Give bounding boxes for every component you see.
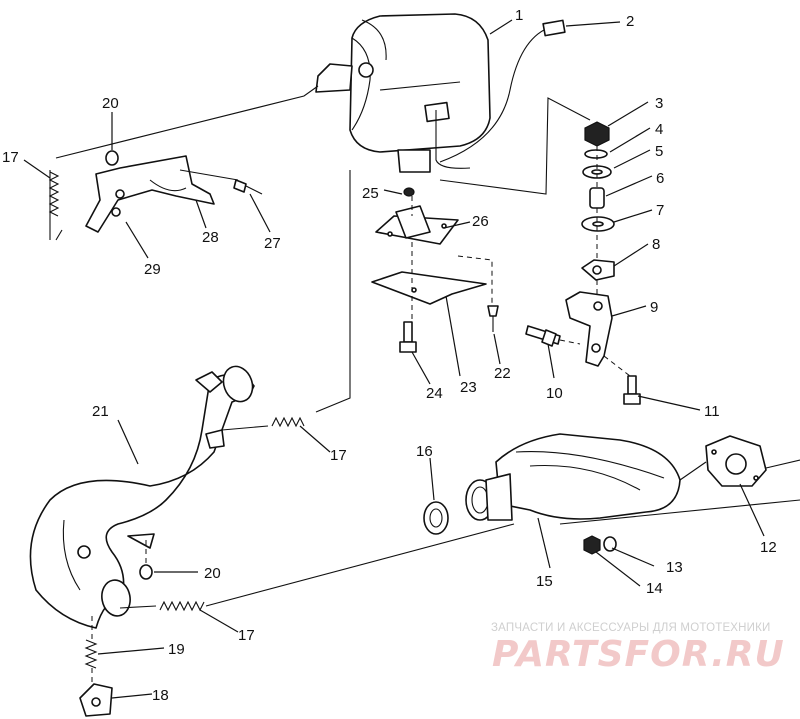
callout-21: 21: [92, 403, 109, 420]
callout-19: 19: [168, 641, 185, 658]
manifold-gasket: [705, 435, 767, 487]
callout-labels: 1 2 3 4 5 6 7 8 9 10 11 12 13 14 15 16 1…: [2, 7, 777, 704]
callout-5: 5: [655, 143, 663, 160]
callout-8: 8: [652, 236, 660, 253]
spring-19: [84, 639, 98, 669]
exhaust-manifold: [465, 433, 681, 521]
callout-23: 23: [460, 379, 477, 396]
heat-shield-plate: [371, 271, 487, 305]
small-screw: [487, 305, 499, 332]
callout-4: 4: [655, 121, 663, 138]
callout-22: 22: [494, 365, 511, 382]
flange-mount: [375, 187, 459, 245]
callout-1: 1: [515, 7, 523, 24]
callout-11: 11: [704, 403, 720, 420]
mount-stud: [525, 325, 561, 347]
callout-2: 2: [626, 13, 634, 30]
callout-28: 28: [202, 229, 219, 246]
clip-pin: [233, 179, 263, 195]
callout-17-bottom: 17: [238, 627, 255, 644]
callout-9: 9: [650, 299, 658, 316]
watermark-tagline: ЗАПЧАСТИ И АКСЕССУАРЫ ДЛЯ МОТОТЕХНИКИ: [491, 622, 771, 634]
bracket-bolt: [623, 375, 641, 405]
callout-17-middle: 17: [330, 447, 347, 464]
callout-25: 25: [362, 185, 379, 202]
callout-15: 15: [536, 573, 553, 590]
coupler-ring: [423, 501, 449, 535]
callout-7: 7: [656, 202, 664, 219]
grommet-lower: [139, 564, 153, 580]
assembly-lines: [49, 85, 800, 686]
callout-17-top: 17: [2, 149, 19, 166]
callout-26: 26: [472, 213, 489, 230]
callout-20-top: 20: [102, 95, 119, 112]
callout-27: 27: [264, 235, 281, 252]
silencer-muffler: [315, 13, 491, 173]
expansion-chamber-pipe: [29, 365, 255, 629]
spring-lower: [159, 600, 205, 612]
leader-lines: [23, 19, 765, 699]
callout-20-bottom: 20: [204, 565, 221, 582]
callout-14: 14: [646, 580, 663, 597]
mount-hardware-stack: [581, 121, 615, 281]
nut-washer: [583, 535, 617, 555]
callout-12: 12: [760, 539, 777, 556]
watermark-logo-text: PARTSFOR.RU: [492, 634, 785, 672]
callout-18: 18: [152, 687, 169, 704]
mount-bracket: [565, 291, 613, 367]
upper-left-bracket: [85, 150, 215, 233]
callout-13: 13: [666, 559, 683, 576]
callout-6: 6: [656, 170, 664, 187]
spring-middle: [271, 416, 305, 428]
callout-24: 24: [426, 385, 443, 402]
callout-29: 29: [144, 261, 161, 278]
drain-hose: [439, 19, 566, 163]
callout-16: 16: [416, 443, 433, 460]
watermark-logo: PARTSFOR.RU: [492, 634, 785, 672]
spring-upper-left: [48, 171, 60, 217]
callout-3: 3: [655, 95, 663, 112]
pipe-bracket-plate: [79, 683, 113, 717]
callout-10: 10: [546, 385, 563, 402]
plate-bolt: [399, 321, 417, 353]
